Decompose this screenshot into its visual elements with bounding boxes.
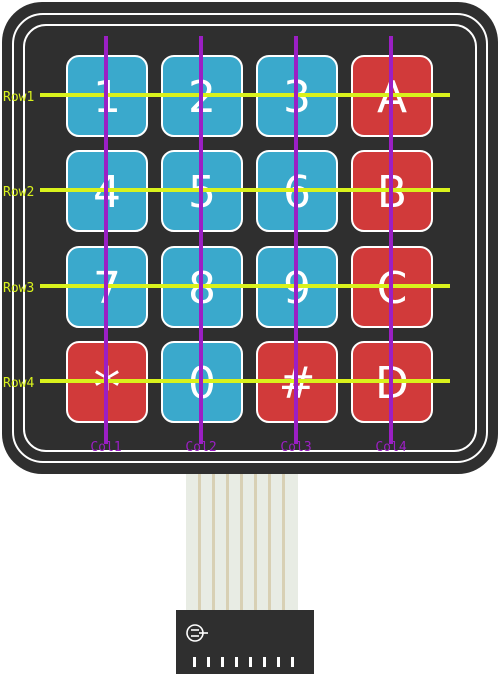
keypad-inner-border [23, 24, 477, 452]
col-label-3: Col3 [280, 440, 311, 455]
row-label-1: Row1 [3, 90, 34, 105]
connector-icon [186, 624, 208, 642]
row-label-3: Row3 [3, 281, 34, 296]
connector-pins [193, 657, 294, 667]
keypad-border [12, 13, 488, 463]
col-label-2: Col2 [185, 440, 216, 455]
row-label-4: Row4 [3, 376, 34, 391]
row-label-2: Row2 [3, 185, 34, 200]
connector [176, 610, 314, 674]
ribbon-cable [186, 472, 298, 612]
matrix-lines [40, 36, 450, 444]
col-label-1: Col1 [90, 440, 121, 455]
col-label-4: Col4 [375, 440, 406, 455]
